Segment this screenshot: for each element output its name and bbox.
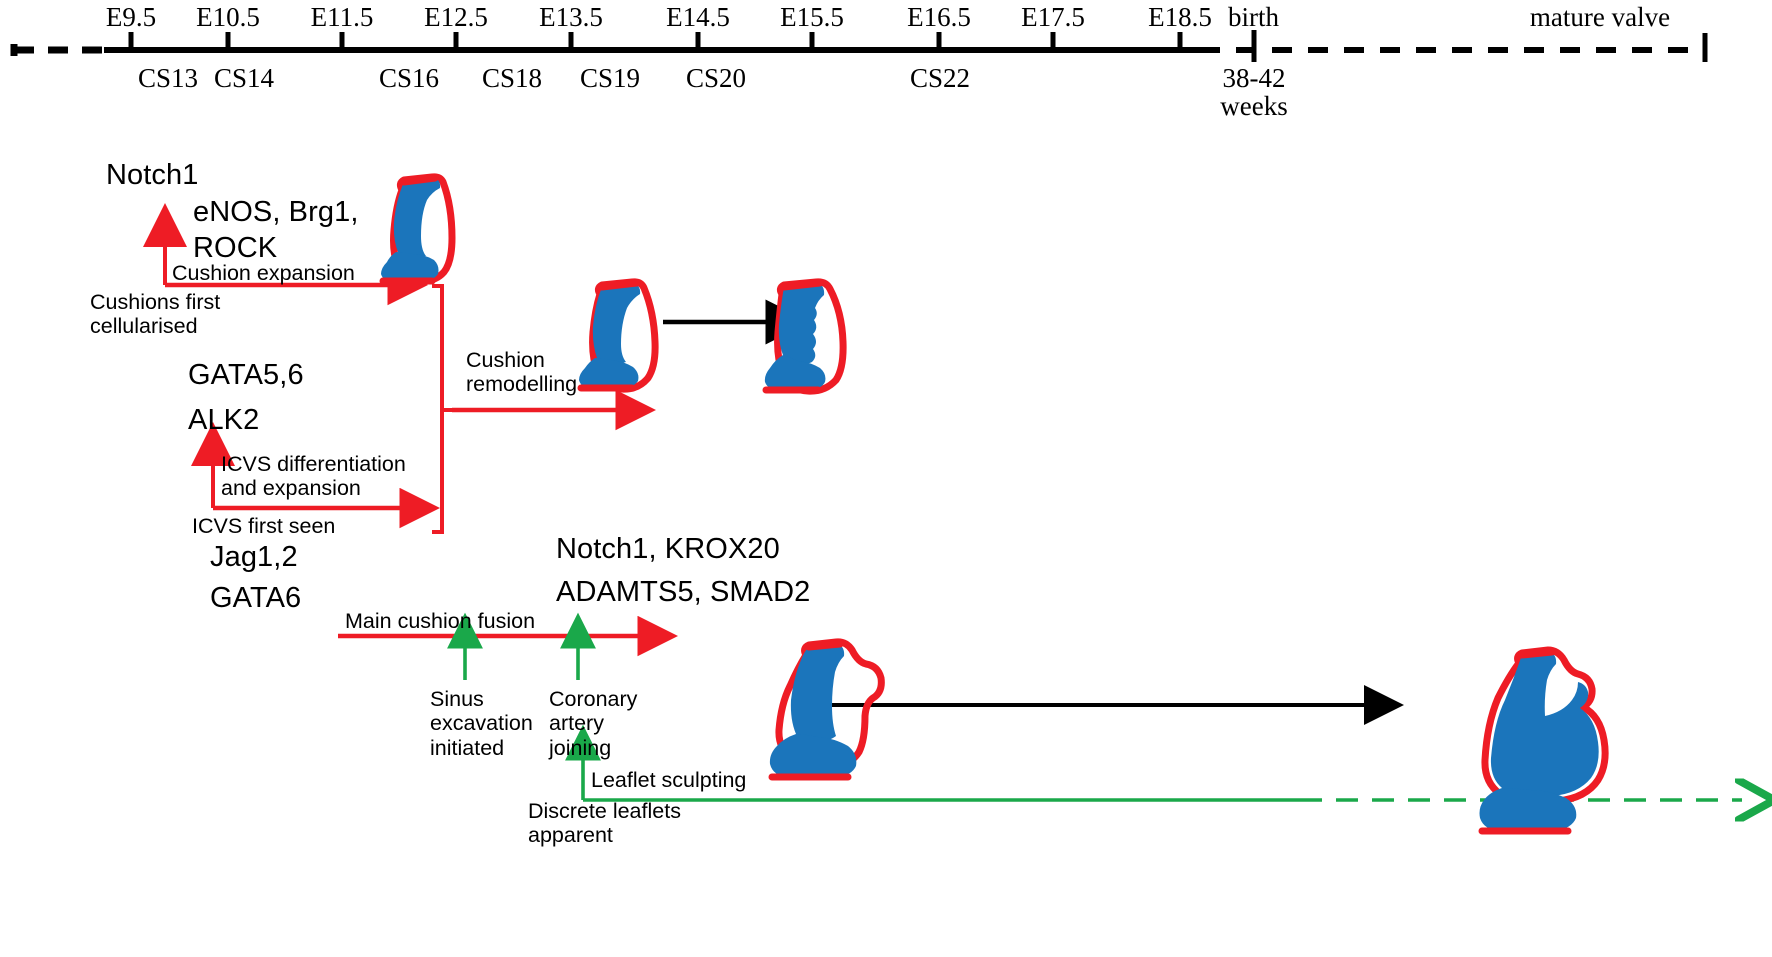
- timeline-tick-label-e17-5: E17.5: [1021, 2, 1085, 32]
- event-label-coronary-artery-joining: Coronary artery joining: [549, 687, 638, 760]
- valve-diagram-remodelling-end: [762, 278, 847, 395]
- timeline-tick-label-e18-5: E18.5: [1148, 2, 1212, 32]
- event-label-icvs-differentiation: ICVS differentiation and expansion: [221, 452, 406, 501]
- event-label-cushion-expansion: Cushion expansion: [172, 261, 355, 285]
- gestation-weeks-line1: 38-42: [1222, 63, 1286, 93]
- gestation-weeks-line2: weeks: [1220, 91, 1288, 122]
- bracket-cushion-remodelling: [432, 284, 452, 534]
- gene-label-alk2: ALK2: [188, 404, 260, 436]
- event-label-cushions-first-cellularised: Cushions first cellularised: [90, 290, 221, 339]
- timeline-tick-label-e14-5: E14.5: [666, 2, 730, 32]
- event-label-icvs-first-seen: ICVS first seen: [192, 514, 336, 538]
- valve-diagram-cushion: [379, 173, 456, 285]
- timeline-tick-label-e15-5: E15.5: [780, 2, 844, 32]
- valve-diagram-mature: [1478, 646, 1609, 835]
- gene-label-notch1: Notch1: [106, 159, 199, 191]
- gene-label-rock: ROCK: [193, 232, 278, 264]
- event-label-leaflet-sculpting: Leaflet sculpting: [591, 768, 747, 792]
- gene-label-gata6: GATA6: [210, 582, 302, 614]
- gene-label-gata5-6: GATA5,6: [188, 359, 304, 391]
- event-label-discrete-leaflets-apparent: Discrete leaflets apparent: [528, 799, 681, 848]
- carnegie-stage-cs16: CS16: [378, 63, 440, 93]
- gene-label-notch1-krox20: Notch1, KROX20: [556, 533, 780, 565]
- timeline-axis: [10, 30, 1708, 62]
- gene-label-enos-brg1: eNOS, Brg1,: [193, 196, 359, 228]
- gene-label-jag1-2: Jag1,2: [210, 541, 298, 573]
- timeline-tick-label-e12-5: E12.5: [424, 2, 488, 32]
- timeline-tick-label-e10-5: E10.5: [196, 2, 260, 32]
- event-label-sinus-excavation: Sinus excavation initiated: [430, 687, 533, 760]
- event-label-cushion-remodelling: Cushion remodelling: [466, 348, 578, 397]
- timeline-tick-label-e16-5: E16.5: [907, 2, 971, 32]
- timeline-tick-label-e13-5: E13.5: [539, 2, 603, 32]
- carnegie-stage-cs19: CS19: [579, 63, 641, 93]
- carnegie-stage-cs18: CS18: [481, 63, 543, 93]
- timeline-label-birth: birth: [1228, 2, 1279, 32]
- timeline-label-gestation-weeks: 38-42 weeks: [1220, 64, 1287, 121]
- arrow-leaflet-sculpting: [565, 724, 1742, 800]
- carnegie-stage-cs13: CS13: [137, 63, 199, 93]
- carnegie-stage-cs20: CS20: [685, 63, 747, 93]
- timeline-label-mature-valve: mature valve: [1529, 2, 1671, 32]
- timeline-tick-label-e9-5: E9.5: [105, 2, 157, 32]
- valve-diagram-remodelling-start: [577, 278, 659, 393]
- carnegie-stage-cs14: CS14: [213, 63, 275, 93]
- timeline-tick-label-e11-5: E11.5: [310, 2, 374, 32]
- gene-label-adamts5-smad2: ADAMTS5, SMAD2: [556, 576, 811, 608]
- carnegie-stage-cs22: CS22: [909, 63, 971, 93]
- valve-diagram-fused: [768, 638, 885, 781]
- event-label-main-cushion-fusion: Main cushion fusion: [345, 609, 536, 633]
